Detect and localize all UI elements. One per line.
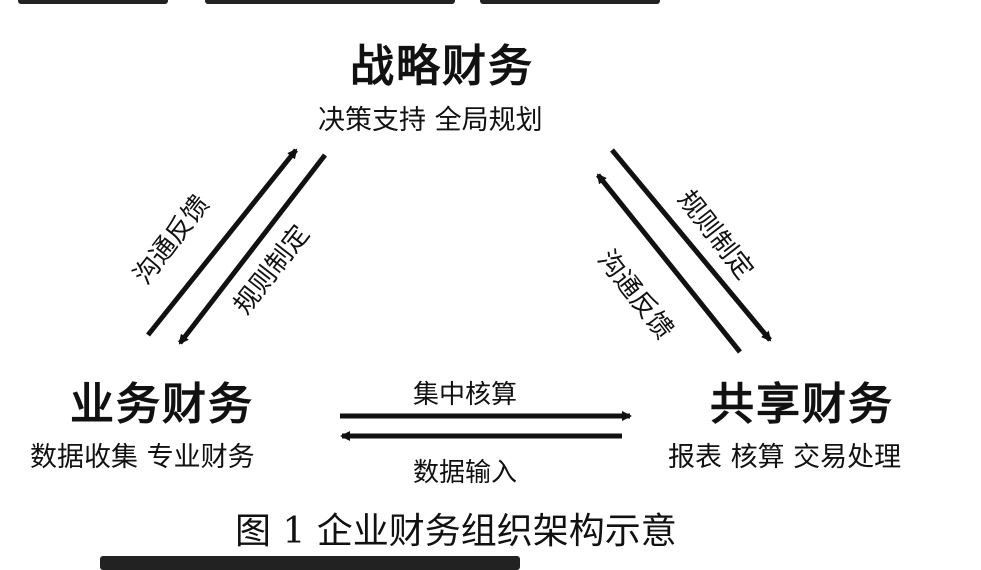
node-shared-subtitle: 报表 核算 交易处理	[668, 442, 902, 473]
arrow-left-down	[178, 153, 327, 345]
arrow-right-up	[596, 173, 742, 354]
edge-label-bottom-left: 数据输入	[413, 458, 518, 488]
node-strategic-title: 战略财务	[350, 41, 534, 92]
cropped-text-bottom	[100, 556, 520, 570]
edge-label-bottom-right: 集中核算	[413, 380, 518, 410]
cropped-text-top-left	[18, 0, 168, 4]
arrow-right-down	[610, 148, 772, 342]
node-business-subtitle: 数据收集 专业财务	[30, 442, 255, 473]
node-strategic-subtitle: 决策支持 全局规划	[318, 105, 543, 136]
node-shared-title: 共享财务	[710, 379, 894, 430]
cropped-text-top-middle	[205, 0, 455, 4]
node-business-title: 业务财务	[70, 379, 254, 430]
cropped-text-top-right	[480, 0, 660, 4]
figure-caption: 图 1 企业财务组织架构示意	[235, 511, 677, 552]
arrow-left-up	[146, 148, 298, 337]
